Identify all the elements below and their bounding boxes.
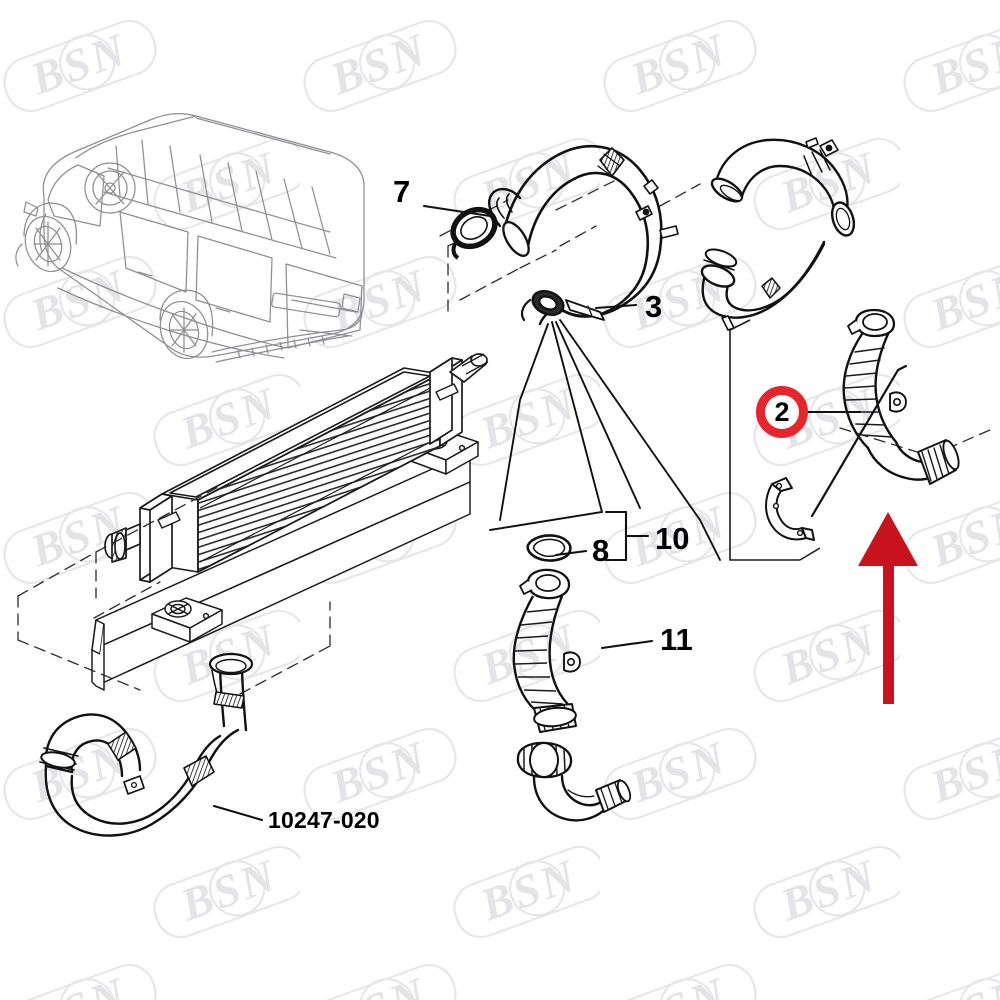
- part-number-label: 10247-020: [268, 807, 380, 833]
- callout-label-8: 8: [592, 533, 610, 568]
- hose-center-11: [516, 741, 632, 822]
- callout-badge-2: 2: [756, 386, 808, 438]
- hose-upper-right-b: [700, 240, 826, 331]
- callout-badge-2-text: 2: [774, 396, 790, 427]
- intercooler-assembly: [91, 353, 489, 691]
- hose-upper-right-a: [710, 137, 856, 237]
- callout-label-3: 3: [645, 289, 663, 324]
- callout-label-11: 11: [660, 622, 693, 657]
- hose-right-item-2: [810, 308, 960, 518]
- vehicle-illustration: [15, 113, 365, 363]
- leader-lines: [212, 204, 862, 822]
- bracket-right: [765, 477, 815, 541]
- leader-fan: [489, 319, 721, 561]
- highlight-arrow-up: [858, 512, 918, 704]
- gasket-8: [526, 534, 572, 562]
- group-outline-right: [729, 319, 821, 561]
- callout-label-7: 7: [393, 174, 411, 209]
- pipe-center-10: [512, 568, 581, 733]
- hose-upper-left: [488, 144, 679, 326]
- callout-label-10: 10: [655, 521, 690, 556]
- hose-bottom-left: [39, 652, 254, 837]
